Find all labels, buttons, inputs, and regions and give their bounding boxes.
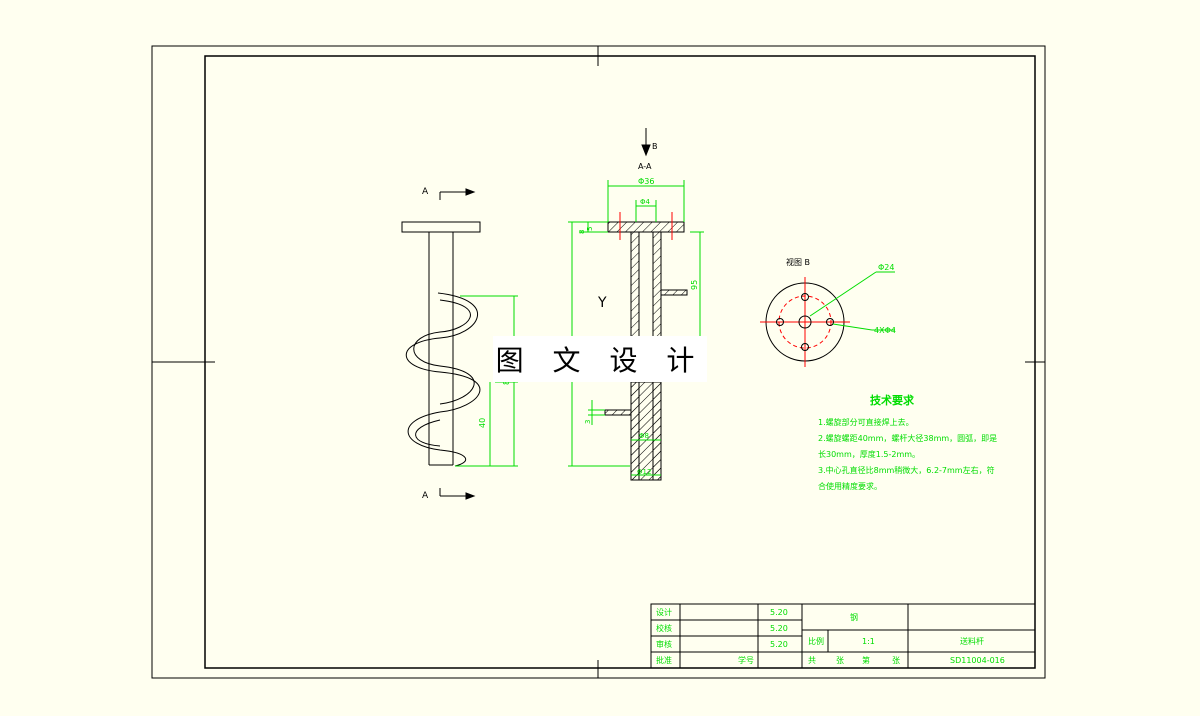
- screw-front-view: [401, 221, 481, 467]
- tech-line-3: 长30mm，厚度1.5-2mm。: [818, 449, 920, 459]
- tb-material: 钢: [850, 612, 858, 622]
- tb-review: 审核: [656, 639, 672, 649]
- dim-d24: Φ24: [878, 263, 894, 272]
- tech-line-2: 2.螺旋螺距40mm，螺杆大径38mm，圆弧，即是: [818, 433, 997, 443]
- view-b-arrow-label: B: [652, 142, 658, 151]
- section-a-arrows: [439, 188, 476, 500]
- tech-line-1: 1.螺旋部分可直接焊上去。: [818, 417, 914, 427]
- dim-d4: Φ4: [640, 198, 651, 206]
- tb-scale-label: 比例: [808, 636, 824, 646]
- tb-date1: 5.20: [770, 608, 788, 617]
- dim-d8: Φ8: [639, 432, 649, 440]
- sheet-frame: [151, 45, 1046, 679]
- tech-line-4: 3.中心孔直径比8mm稍微大，6.2-7mm左右，符: [818, 465, 995, 475]
- dim-holes: 4XΦ4: [874, 326, 896, 335]
- tb-part-name: 送料杆: [960, 636, 984, 646]
- section-aa-label: A-A: [638, 162, 652, 171]
- tb-sheets-total-unit: 张: [836, 656, 844, 665]
- section-aa-centerlines: [619, 212, 673, 240]
- axis-y-label: Y: [597, 295, 607, 311]
- tb-sheet-no: 第: [862, 655, 870, 665]
- tb-student-no: 学号: [738, 655, 754, 665]
- tech-title: 技术要求: [870, 393, 915, 407]
- section-a-bottom-label: A: [422, 491, 429, 501]
- dim-h95: 95: [690, 280, 699, 290]
- view-b-arrow: [641, 128, 651, 157]
- tb-approve: 批准: [656, 655, 672, 665]
- view-b-flange: [760, 271, 895, 367]
- tech-line-5: 合使用精度要求。: [818, 481, 882, 491]
- tb-sheet-no-unit: 张: [892, 656, 900, 665]
- tb-date3: 5.20: [770, 640, 788, 649]
- tb-drawing-no: SD11004-016: [950, 656, 1005, 665]
- section-a-top-label: A: [422, 187, 429, 197]
- title-block: [650, 603, 1036, 669]
- tb-sheets-total: 共: [808, 656, 816, 665]
- tb-design: 设计: [656, 607, 672, 617]
- view-b-label: 视图 B: [786, 257, 810, 267]
- tb-check: 校核: [656, 623, 672, 633]
- dim-d12: Φ12: [637, 468, 651, 476]
- watermark-label: 图 文 设 计: [493, 336, 707, 382]
- dim-h3: 3: [584, 420, 592, 424]
- dim-d36: Φ36: [638, 177, 654, 186]
- tb-scale: 1:1: [862, 637, 875, 646]
- tb-date2: 5.20: [770, 624, 788, 633]
- dim-h8: 8: [578, 230, 586, 234]
- dim-h40: 40: [478, 418, 487, 428]
- dim-h5: 5: [586, 227, 594, 231]
